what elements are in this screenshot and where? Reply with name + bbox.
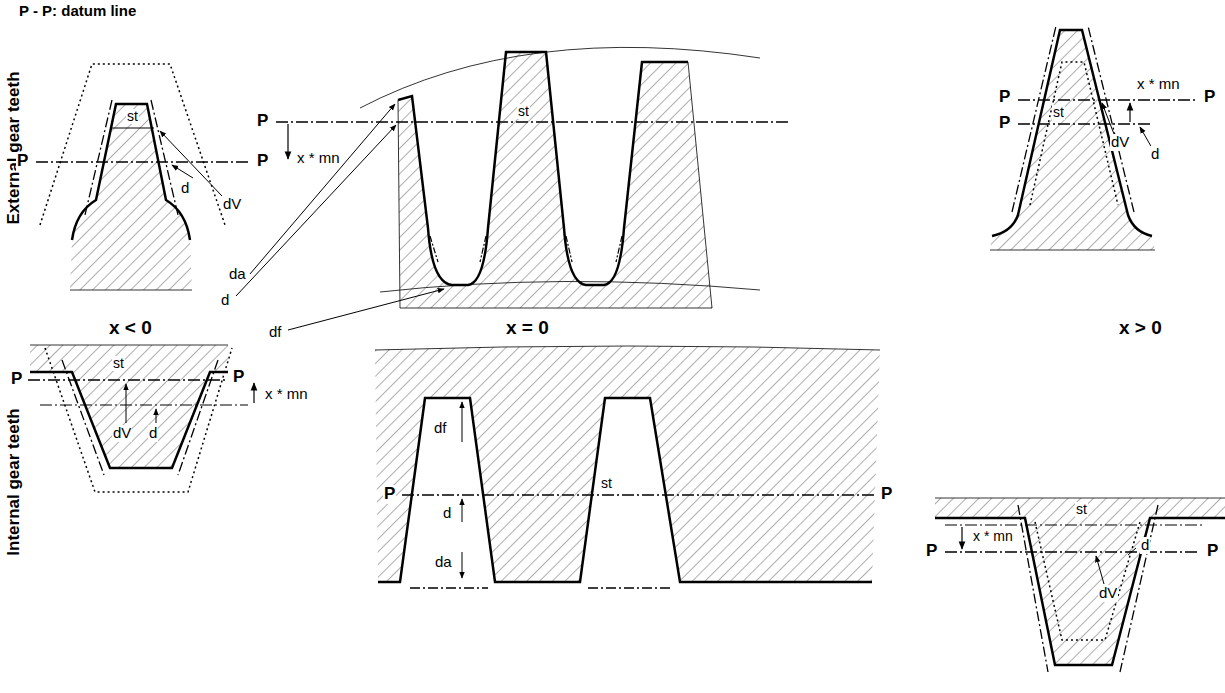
thickness-label: st — [600, 476, 613, 491]
diameter-label: dV — [222, 196, 242, 213]
datum-label: P — [880, 485, 893, 504]
column-heading: x = 0 — [505, 318, 550, 339]
datum-label: P — [383, 485, 396, 504]
diameter-label: dV — [1110, 134, 1130, 151]
column-heading: x < 0 — [108, 318, 153, 339]
datum-label: P — [256, 152, 269, 171]
datum-label: P — [256, 112, 269, 131]
datum-label: P — [998, 114, 1011, 133]
diameter-label: d — [148, 425, 158, 442]
diameter-label: d — [220, 292, 230, 309]
datum-label: P — [232, 368, 245, 387]
diameter-label: dV — [112, 425, 132, 442]
datum-label: P — [998, 88, 1011, 107]
diameter-label: d — [1150, 146, 1160, 163]
thickness-label: st — [1075, 502, 1088, 517]
shift-label: x * mn — [296, 150, 341, 167]
diameter-label: d — [1140, 537, 1150, 554]
shift-label: x * mn — [264, 386, 309, 403]
row-heading: Internal gear teeth — [5, 407, 24, 556]
diameter-label: df — [433, 420, 448, 437]
datum-label: P — [1206, 542, 1219, 561]
datum-label: P — [1203, 88, 1216, 107]
diameter-label: da — [228, 266, 247, 283]
legend-note: P - P: datum line — [18, 3, 137, 20]
row-heading: External gear teeth — [5, 70, 24, 225]
shift-label: x * mn — [1136, 76, 1181, 93]
diameter-label: da — [434, 554, 453, 571]
column-heading: x > 0 — [1118, 318, 1163, 339]
diameter-label: dV — [1098, 585, 1118, 602]
thickness-label: st — [517, 104, 530, 119]
thickness-label: st — [112, 356, 125, 371]
diameter-label: d — [180, 180, 190, 197]
datum-label: P — [925, 542, 938, 561]
datum-label: P — [10, 370, 23, 389]
thickness-label: st — [126, 109, 139, 124]
shift-label: x * mn — [972, 529, 1014, 544]
datum-label: P — [16, 152, 29, 171]
diameter-label: df — [268, 324, 283, 341]
thickness-label: st — [1052, 105, 1065, 120]
diameter-label: d — [442, 505, 452, 522]
